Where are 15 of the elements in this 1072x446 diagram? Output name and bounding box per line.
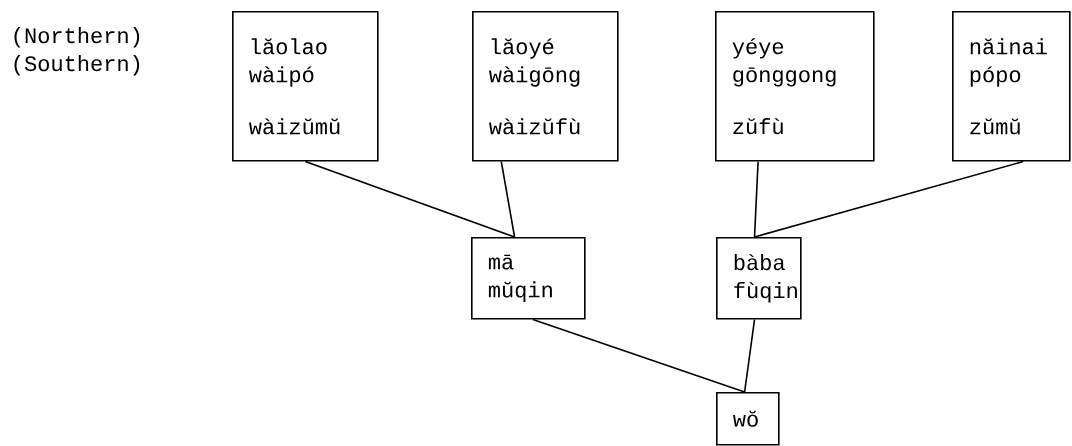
term-box: lăoyé wàigōng wàizŭfù [472, 11, 619, 162]
connector-line [743, 318, 756, 393]
row-label: (Northern) [14, 27, 140, 48]
term-box: mā mŭqin [471, 237, 586, 320]
connector-line [500, 160, 516, 238]
connector-line [753, 160, 1024, 238]
connector-line [532, 318, 746, 393]
term-box: yéye gōnggong zŭfù [715, 11, 875, 162]
term-box: lăolao wàipó wàizŭmŭ [232, 11, 379, 162]
term-box: bàba fùqin [716, 237, 802, 320]
connector-line [753, 160, 759, 238]
connector-line [304, 160, 516, 238]
term-box: năinai pópo zŭmŭ [952, 11, 1071, 162]
row-label: (Southern) [14, 55, 140, 76]
term-box: wŏ [716, 392, 780, 446]
